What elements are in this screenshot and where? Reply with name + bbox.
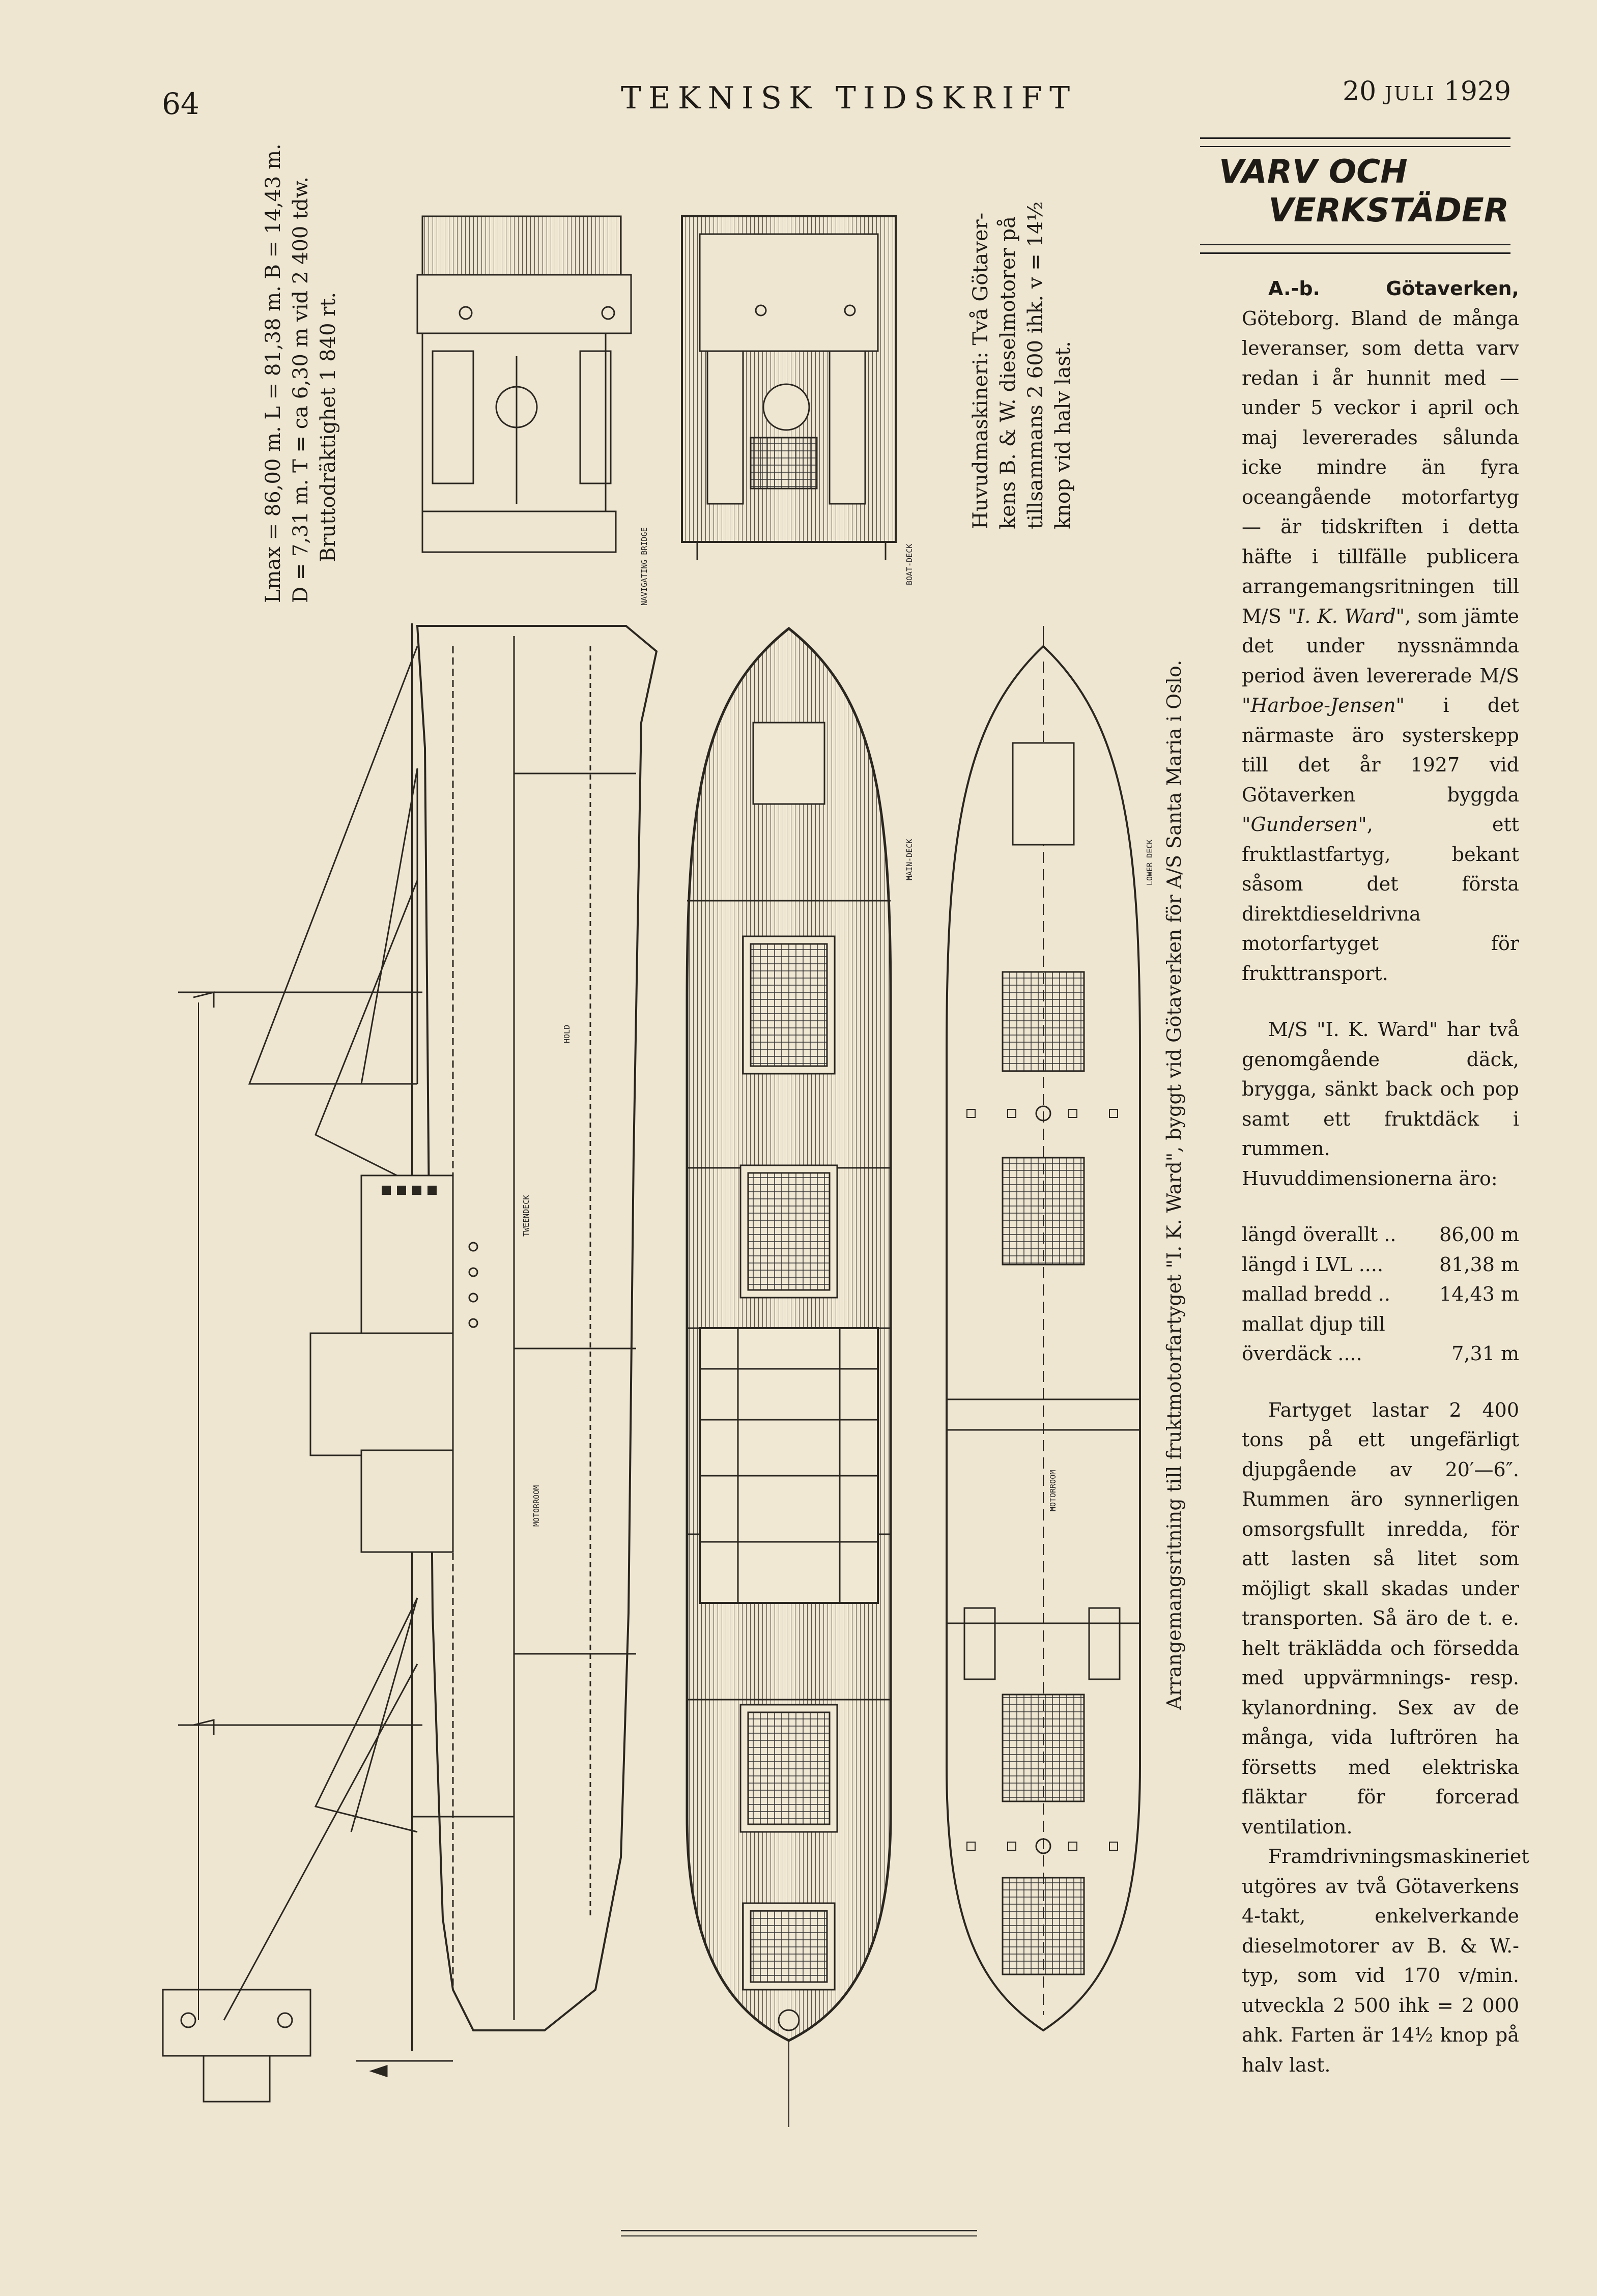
- issue-day: 20: [1343, 76, 1377, 107]
- dims-line-3: Bruttodräktighet 1 840 rt.: [317, 292, 340, 562]
- machinery-line-3: tillsammans 2 600 ihk. v = 14½: [1024, 201, 1047, 529]
- label-lower-deck: LOWER DECK: [1145, 839, 1154, 885]
- lower-deck-plan: [946, 626, 1141, 2032]
- label-hold: HOLD: [562, 1024, 572, 1043]
- company-name: A.-b. Götaverken,: [1268, 277, 1519, 300]
- issue-month: JULI: [1384, 82, 1436, 105]
- dimensions-table: längd överallt ..86,00 m längd i LVL ...…: [1242, 1220, 1519, 1369]
- navigating-bridge-plan: [416, 215, 632, 553]
- machinery-caption: Huvudmaskineri: Två Götaver- kens B. & W…: [967, 202, 1077, 529]
- dims-line-2: D = 7,31 m. T = ca 6,30 m vid 2 400 tdw.: [289, 177, 312, 603]
- article-paragraph-1: A.-b. Götaverken, Göteborg. Bland de mån…: [1242, 277, 1519, 985]
- label-navigating-bridge: NAVIGATING BRIDGE: [640, 527, 649, 606]
- dimension-row: överdäck ....7,31 m: [1242, 1342, 1519, 1365]
- label-motorroom-profile: MOTORROOM: [532, 1485, 541, 1527]
- issue-year: 1929: [1443, 76, 1512, 107]
- section-heading: VARV OCH VERKSTÄDER: [1219, 153, 1509, 230]
- dims-line-1: Lmax = 86,00 m. L = 81,38 m. B = 14,43 m…: [262, 144, 285, 603]
- label-tweendeck: TWEENDECK: [522, 1195, 531, 1237]
- section-rule-top: [1200, 137, 1510, 147]
- label-motorroom: MOTORROOM: [1048, 1470, 1058, 1511]
- label-main-deck: MAIN-DECK: [905, 839, 914, 880]
- article-paragraph-4: Framdrivningsmaskineriet utgöres av två …: [1242, 1845, 1529, 2076]
- machinery-line-4: knop vid halv last.: [1051, 341, 1075, 529]
- boat-deck-plan: [681, 215, 897, 560]
- section-heading-line-1: VARV OCH: [1219, 153, 1408, 191]
- arrangement-drawing: NAVIGATING BRIDGE BOAT-DECK MAIN-DECK LO…: [148, 137, 1176, 2163]
- section-rule-bottom: [1200, 244, 1510, 254]
- article-body: A.-b. Götaverken, Göteborg. Bland de mån…: [1242, 274, 1529, 2080]
- ship-profile: [162, 623, 658, 2103]
- label-boat-deck: BOAT-DECK: [905, 543, 914, 585]
- ship-plan-svg: [162, 215, 1141, 2127]
- issue-date: 20 JULI 1929: [1343, 76, 1511, 107]
- dimension-row: mallat djup till: [1242, 1312, 1385, 1335]
- article-paragraph-2: M/S "I. K. Ward" har två genomgående däc…: [1242, 1018, 1519, 1190]
- machinery-line-1: Huvudmaskineri: Två Götaver-: [969, 212, 992, 529]
- article-paragraph-3: Fartyget lastar 2 400 tons på ett ungefä…: [1242, 1398, 1519, 1838]
- page-number: 64: [162, 87, 199, 121]
- journal-title: TEKNISK TIDSKRIFT: [621, 80, 1077, 116]
- dimension-row: längd i LVL ....81,38 m: [1242, 1253, 1519, 1276]
- machinery-line-2: kens B. & W. dieselmotorer på: [996, 216, 1020, 529]
- dimensions-caption: Lmax = 86,00 m. L = 81,38 m. B = 14,43 m…: [260, 144, 342, 603]
- dimension-row: mallad bredd ..14,43 m: [1242, 1283, 1519, 1305]
- section-heading-line-2: VERKSTÄDER: [1268, 192, 1509, 229]
- drawing-caption: Arrangemangsritning till fruktmotorfarty…: [1163, 659, 1185, 1710]
- main-deck-plan: [686, 626, 892, 2127]
- dimension-row: längd överallt ..86,00 m: [1242, 1223, 1519, 1246]
- footer-rule: [621, 2230, 977, 2236]
